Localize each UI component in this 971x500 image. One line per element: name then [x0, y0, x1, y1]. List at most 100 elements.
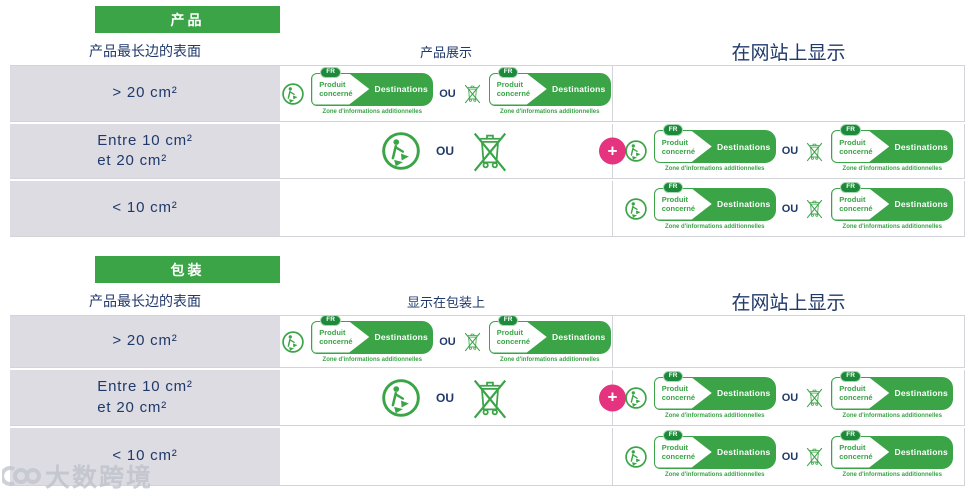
destinations-label: Destinations — [894, 447, 948, 457]
zone-info-caption: Zone d'informations additionnelles — [842, 471, 942, 478]
website-display-cell — [612, 316, 965, 367]
zone-info-caption: Zone d'informations additionnelles — [665, 166, 765, 172]
size-label: Entre 10 cm² et 20 cm² — [97, 378, 193, 416]
or-label: OU — [439, 335, 456, 348]
fr-badge: FR — [840, 370, 861, 382]
fr-badge: FR — [662, 429, 684, 441]
zone-info-caption: Zone d'informations additionnelles — [842, 223, 942, 230]
destinations-label: Destinations — [894, 199, 948, 209]
table-row: Entre 10 cm² et 20 cm² OU + — [10, 124, 965, 179]
fr-badge: FR — [840, 124, 861, 136]
fr-badge: FR — [497, 314, 519, 326]
destinations-label: Destinations — [374, 332, 428, 342]
or-label: OU — [781, 450, 799, 463]
plus-badge: + — [599, 137, 626, 165]
destinations-label: Destinations — [717, 447, 771, 457]
zone-info-caption: Zone d'informations additionnelles — [665, 223, 765, 230]
watermark: 大数跨境 — [2, 458, 153, 494]
size-cell: < 10 cm² — [10, 428, 280, 485]
fr-badge: FR — [497, 66, 519, 78]
size-cell: < 10 cm² — [10, 181, 280, 236]
destinations-label: Destinations — [717, 199, 771, 209]
section-header-product: 产品 — [95, 6, 280, 33]
triman-recycle-icon — [380, 130, 422, 172]
destinations-label: Destinations — [374, 84, 428, 94]
zone-info-caption: Zone d'informations additionnelles — [322, 356, 422, 363]
triman-recycle-icon — [624, 386, 648, 410]
crossed-bin-icon — [804, 386, 825, 409]
crossed-bin-icon — [462, 330, 483, 353]
table-row: Entre 10 cm² et 20 cm² OU + — [10, 370, 965, 426]
icon-only-options: OU — [380, 374, 512, 422]
fr-badge: FR — [662, 124, 684, 136]
packaging-display-cell: OU — [280, 370, 612, 425]
fr-badge: FR — [840, 181, 861, 193]
fr-badge: FR — [662, 181, 684, 193]
size-label: Entre 10 cm² et 20 cm² — [97, 131, 193, 169]
fr-badge: FR — [320, 66, 341, 78]
website-display-cell — [612, 66, 965, 121]
size-cell: Entre 10 cm² et 20 cm² — [10, 370, 280, 425]
destinations-label: Destinations — [552, 84, 606, 94]
section-header-packaging: 包装 — [95, 256, 280, 283]
fr-badge: FR — [662, 370, 684, 382]
triman-recycle-icon — [281, 330, 305, 354]
triman-recycle-icon — [624, 197, 648, 221]
size-cell: > 20 cm² — [10, 66, 280, 121]
or-label: OU — [436, 144, 454, 158]
triman-recycle-icon — [624, 445, 648, 469]
size-label: < 10 cm² — [112, 199, 178, 217]
size-cell: > 20 cm² — [10, 316, 280, 367]
or-label: OU — [439, 87, 456, 100]
zone-info-caption: Zone d'informations additionnelles — [842, 412, 942, 419]
triman-recycle-icon — [281, 82, 305, 106]
icon-only-options: OU — [380, 127, 512, 175]
crossed-bin-icon — [468, 374, 512, 422]
fr-badge: FR — [320, 314, 341, 326]
size-label: > 20 cm² — [112, 332, 178, 350]
destinations-label: Destinations — [894, 141, 948, 152]
watermark-logo-icon — [2, 461, 42, 491]
col-title-website-display: 在网站上显示 — [731, 292, 846, 314]
crossed-bin-icon — [468, 127, 512, 175]
crossed-bin-icon — [804, 197, 825, 220]
zone-info-caption: Zone d'informations additionnelles — [322, 108, 422, 115]
zone-info-caption: Zone d'informations additionnelles — [665, 412, 765, 419]
packaging-section: 包装 产品最长边的表面 显示在包装上 在网站上显示 > 20 cm² — [0, 256, 971, 486]
product-display-cell — [280, 181, 612, 236]
col-title-surface: 产品最长边的表面 — [89, 295, 201, 310]
col-title-surface: 产品最长边的表面 — [89, 45, 201, 60]
